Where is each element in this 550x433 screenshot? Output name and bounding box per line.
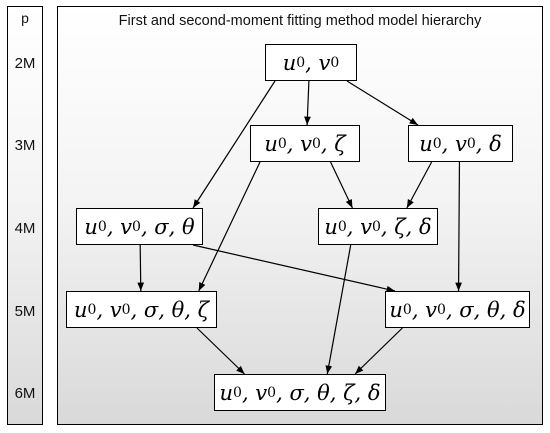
edge-m3z-to-m4zd [330,161,353,209]
diagram-title: First and second-moment fitting method m… [118,13,482,29]
edge-m2-to-m3z [304,80,311,126]
edge-m3d-to-m5d [455,161,462,292]
edge-m3d-to-m4zd [406,161,433,209]
level-panel [7,6,43,425]
level-label-5m: 5M [14,303,36,320]
edge-m4zd-to-m6 [325,244,352,375]
edge-m4st-to-m5d [192,244,396,293]
edge-m5d-to-m6 [354,327,403,375]
level-label-2m: 2M [14,55,36,72]
level-header: p [21,10,29,26]
edge-m2-to-m4st [192,80,276,209]
edge-m4st-to-m5z [137,244,145,292]
edge-m2-to-m3d [346,80,419,126]
edge-m5z-to-m6 [196,327,245,375]
level-label-4m: 4M [14,220,36,237]
level-label-6m: 6M [14,385,36,402]
edge-m3z-to-m5z [198,161,261,292]
level-label-3m: 3M [14,137,36,154]
